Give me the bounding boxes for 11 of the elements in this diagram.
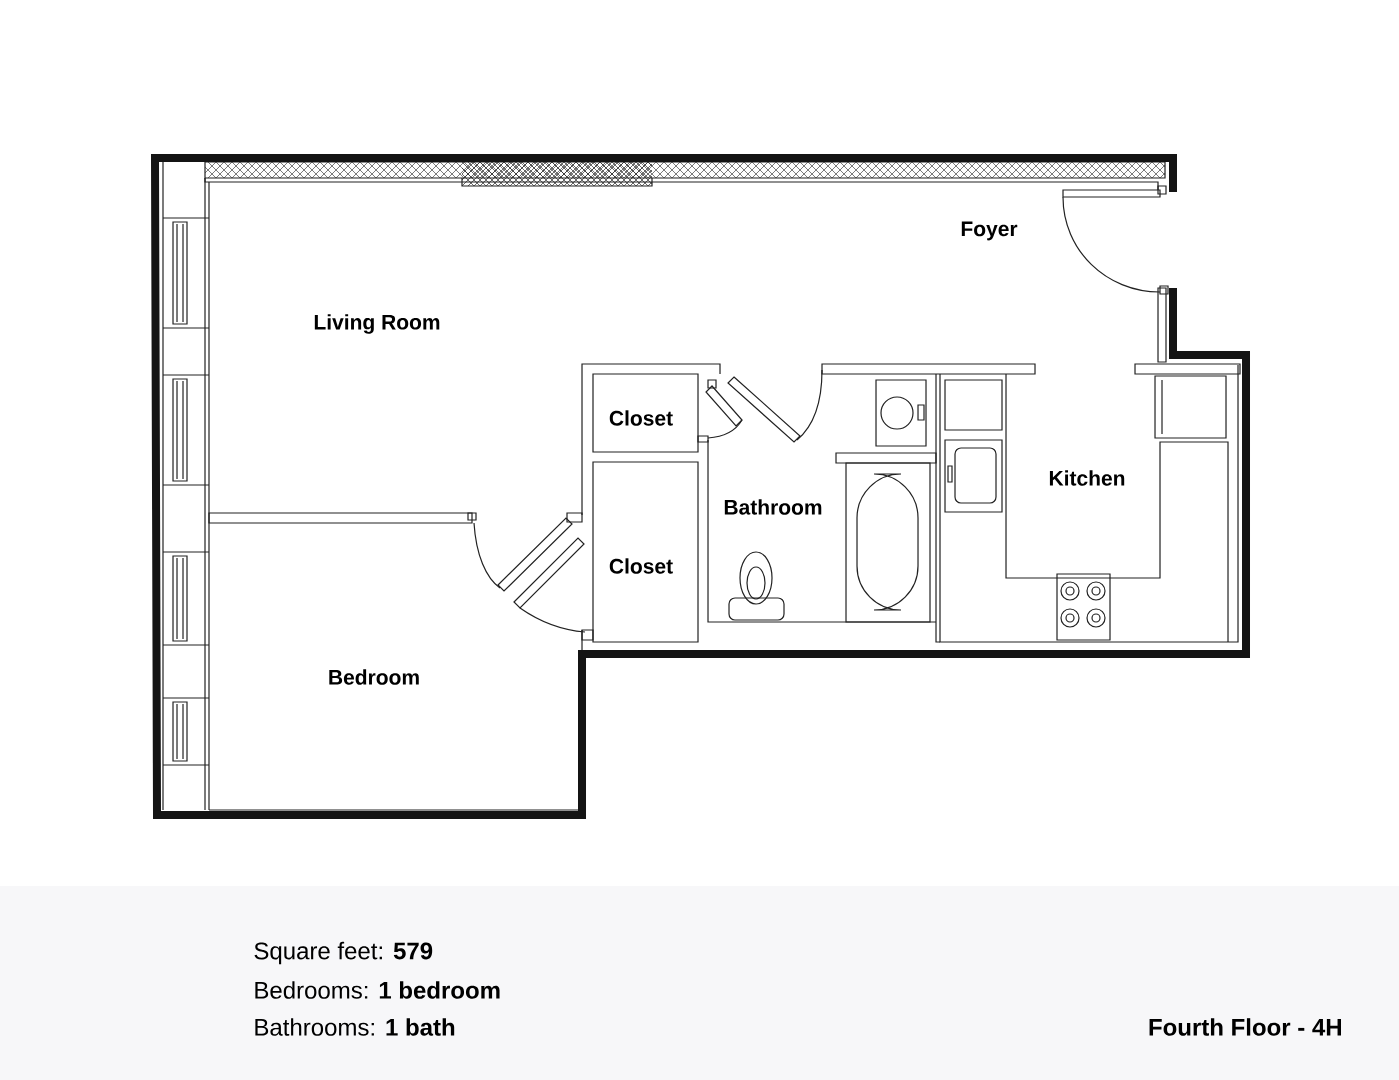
info-text: Bathrooms: 1 bath bbox=[255, 1018, 455, 1036]
room-label: Bedroom bbox=[329, 669, 419, 685]
floor-title: Fourth Floor - 4H bbox=[1149, 1018, 1341, 1036]
room-label: Living Room bbox=[314, 314, 440, 334]
room-label: Kitchen bbox=[1049, 470, 1125, 486]
room-label: Closet bbox=[609, 410, 673, 426]
info-text: Bedrooms: 1 bedroom bbox=[255, 981, 500, 999]
room-label: Bathroom bbox=[724, 499, 822, 515]
room-label: Foyer bbox=[961, 221, 1018, 241]
room-label: Closet bbox=[609, 558, 673, 574]
info-text: Square feet: 579 bbox=[254, 941, 433, 965]
